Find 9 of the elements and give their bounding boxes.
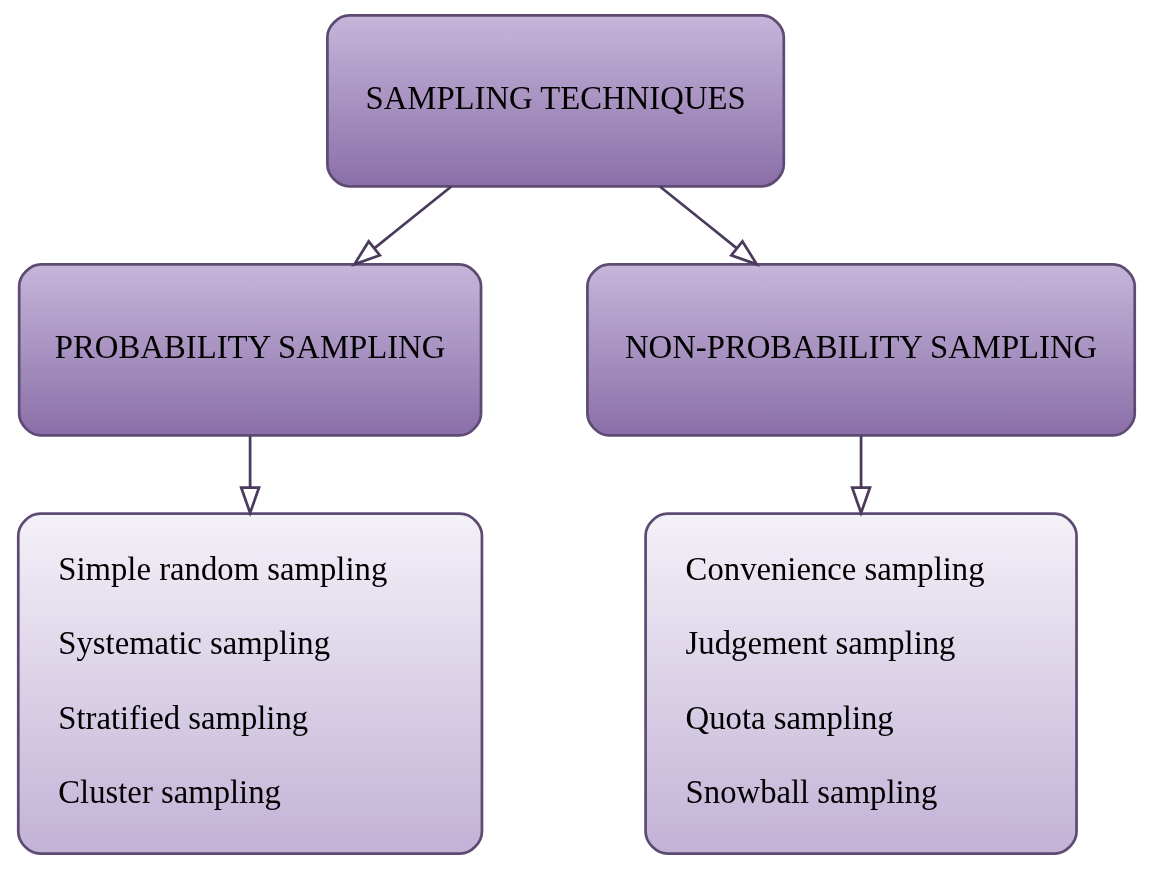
node-box: SAMPLING TECHNIQUES: [326, 14, 786, 188]
arrow: [239, 435, 261, 518]
node-box: Convenience sampling Judgement sampling Quota sampling Snowball sampling: [644, 512, 1078, 855]
node-box: PROBABILITY SAMPLING: [17, 263, 483, 437]
node-box: Simple random sampling Systematic sampling Stratified sampling Cluster sampling: [16, 512, 484, 855]
arrow: [351, 185, 453, 267]
arrow: [659, 185, 760, 267]
arrow: [850, 435, 872, 518]
node-box: NON-PROBABILITY SAMPLING: [586, 263, 1137, 437]
